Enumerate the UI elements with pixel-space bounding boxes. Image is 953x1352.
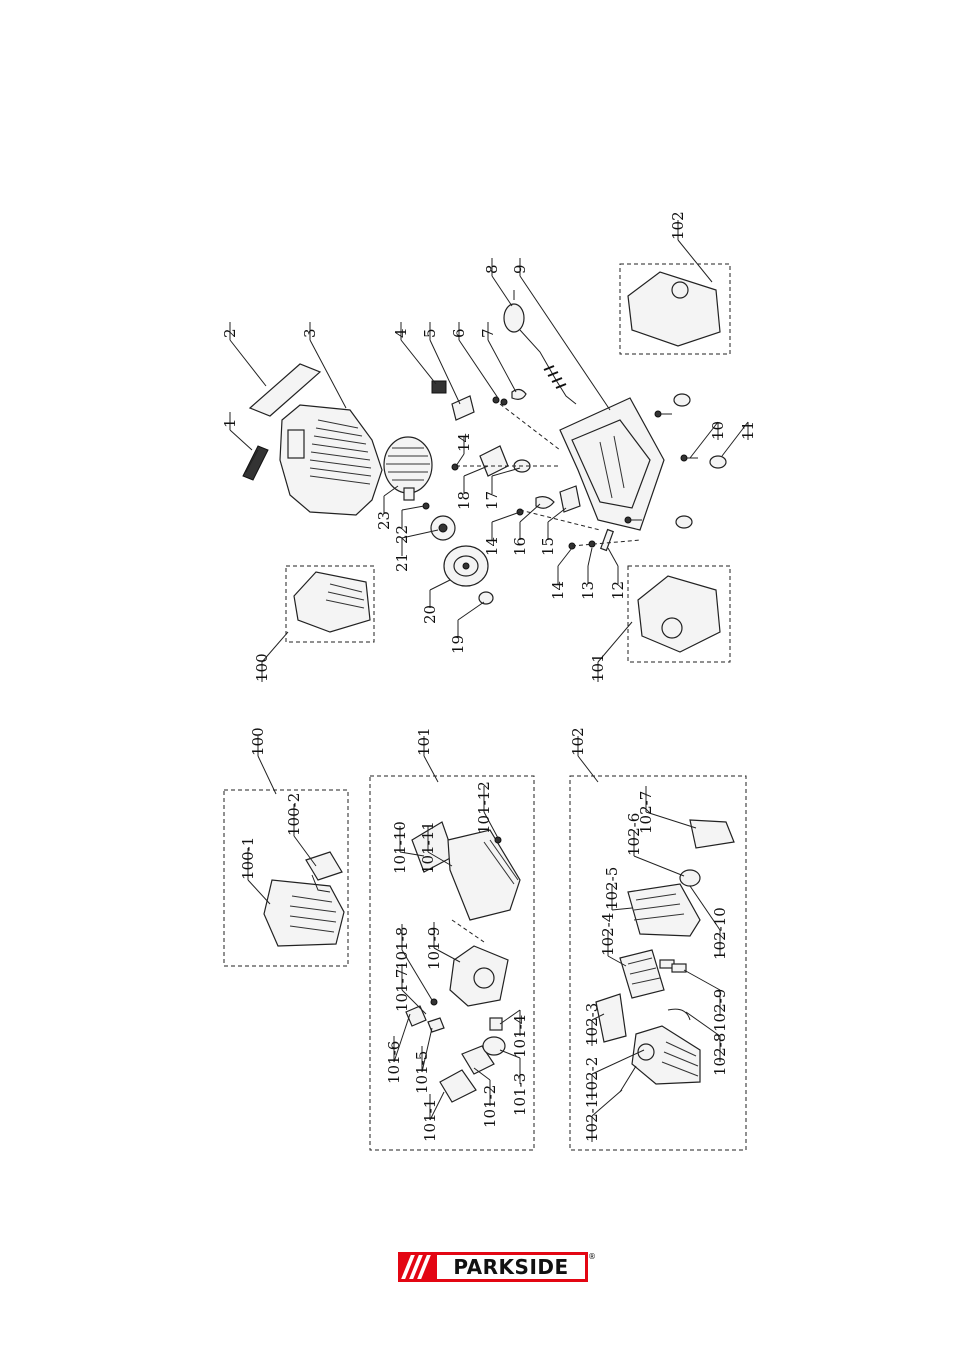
- leader-lines: [229, 220, 749, 1142]
- part-3-housing: [279, 404, 383, 516]
- logo-slashes: [398, 1252, 436, 1282]
- label-101-12: 101-12: [475, 781, 493, 834]
- label-9: 9: [511, 264, 529, 274]
- part-9-base: [559, 397, 665, 531]
- label-14-a: 14: [455, 433, 473, 452]
- label-4: 4: [392, 328, 410, 338]
- part-14-screws: [451, 463, 576, 550]
- label-102-5: 102-5: [603, 867, 621, 910]
- label-panel-102: 102: [569, 727, 587, 756]
- label-panel-101: 101: [415, 727, 433, 756]
- label-102-9: 102-9: [711, 989, 729, 1032]
- label-102: 102: [669, 211, 687, 240]
- label-101-9: 101-9: [425, 927, 443, 970]
- part-2-plate: [248, 363, 322, 417]
- part-4-switch: [431, 380, 447, 394]
- part-23-motor: [383, 436, 433, 501]
- label-101-6: 101-6: [385, 1041, 403, 1084]
- label-102-4: 102-4: [599, 913, 617, 956]
- label-22: 22: [393, 525, 411, 544]
- label-102-7: 102-7: [637, 791, 655, 834]
- part-18-bracket: [479, 445, 509, 477]
- thumb-100: [285, 565, 375, 643]
- part-15-holder: [559, 485, 581, 513]
- label-100-2: 100-2: [285, 793, 303, 836]
- label-23: 23: [375, 511, 393, 530]
- label-101-11: 101-11: [419, 821, 437, 874]
- label-17: 17: [483, 491, 501, 510]
- callout-labels: 1 2 3 4 5 6 7 8 9 10 11 12 13 14 14 14 1…: [221, 211, 757, 1142]
- label-14-b: 14: [483, 537, 501, 556]
- label-101-10: 101-10: [391, 821, 409, 874]
- assembly-102-panel: [569, 775, 747, 1151]
- label-100: 100: [253, 653, 271, 682]
- thumb-101: [627, 565, 731, 663]
- label-102-8: 102-8: [711, 1033, 729, 1076]
- part-7-clamp: [511, 388, 527, 400]
- label-101: 101: [589, 653, 607, 682]
- label-panel-100: 100: [249, 727, 267, 756]
- assembly-101-panel: [369, 775, 535, 1151]
- label-13: 13: [579, 581, 597, 600]
- label-101-3: 101-3: [511, 1073, 529, 1116]
- label-102-3: 102-3: [583, 1003, 601, 1046]
- label-101-2: 101-2: [481, 1085, 499, 1128]
- thumb-102: [619, 263, 731, 355]
- part-12-bar: [599, 528, 615, 552]
- label-101-4: 101-4: [511, 1015, 529, 1058]
- part-1-vent-cover: [242, 445, 269, 481]
- assembly-guides: [456, 403, 641, 547]
- label-15: 15: [539, 537, 557, 556]
- label-21: 21: [393, 553, 411, 572]
- logo-wordmark: PARKSIDE: [453, 1255, 569, 1279]
- label-102-1: 102-1: [583, 1099, 601, 1142]
- label-100-1: 100-1: [239, 837, 257, 880]
- label-6: 6: [450, 328, 468, 338]
- label-20: 20: [421, 605, 439, 624]
- part-21-fan: [430, 515, 456, 541]
- label-102-2: 102-2: [583, 1057, 601, 1100]
- part-16-clip: [535, 496, 555, 509]
- label-102-10: 102-10: [711, 907, 729, 960]
- parkside-logo: PARKSIDE ®: [398, 1252, 596, 1282]
- label-12: 12: [609, 581, 627, 600]
- label-1: 1: [221, 418, 239, 428]
- logo-registered-mark: ®: [588, 1252, 596, 1261]
- label-14-c: 14: [549, 581, 567, 600]
- part-11-feet: [673, 393, 727, 529]
- part-5-bracket: [451, 395, 475, 421]
- label-10: 10: [709, 421, 727, 440]
- label-102-6: 102-6: [625, 813, 643, 856]
- label-7: 7: [479, 328, 497, 338]
- label-101-5: 101-5: [413, 1051, 431, 1094]
- label-101-8: 101-8: [393, 927, 411, 970]
- label-101-1: 101-1: [421, 1099, 439, 1142]
- label-18: 18: [455, 491, 473, 510]
- label-19: 19: [449, 635, 467, 654]
- label-16: 16: [511, 537, 529, 556]
- label-101-7: 101-7: [393, 969, 411, 1012]
- part-6-clip: [492, 396, 508, 406]
- part-8-power-cord: [503, 290, 577, 405]
- label-8: 8: [483, 264, 501, 274]
- label-5: 5: [421, 328, 439, 338]
- assembly-100-panel: [223, 789, 349, 967]
- label-11: 11: [739, 421, 757, 440]
- part-10-screws: [624, 410, 698, 524]
- label-3: 3: [301, 328, 319, 338]
- logo-wordmark-box: PARKSIDE: [436, 1254, 586, 1280]
- label-2: 2: [221, 328, 239, 338]
- part-19-nut: [478, 591, 494, 605]
- part-20-wheel: [443, 545, 489, 587]
